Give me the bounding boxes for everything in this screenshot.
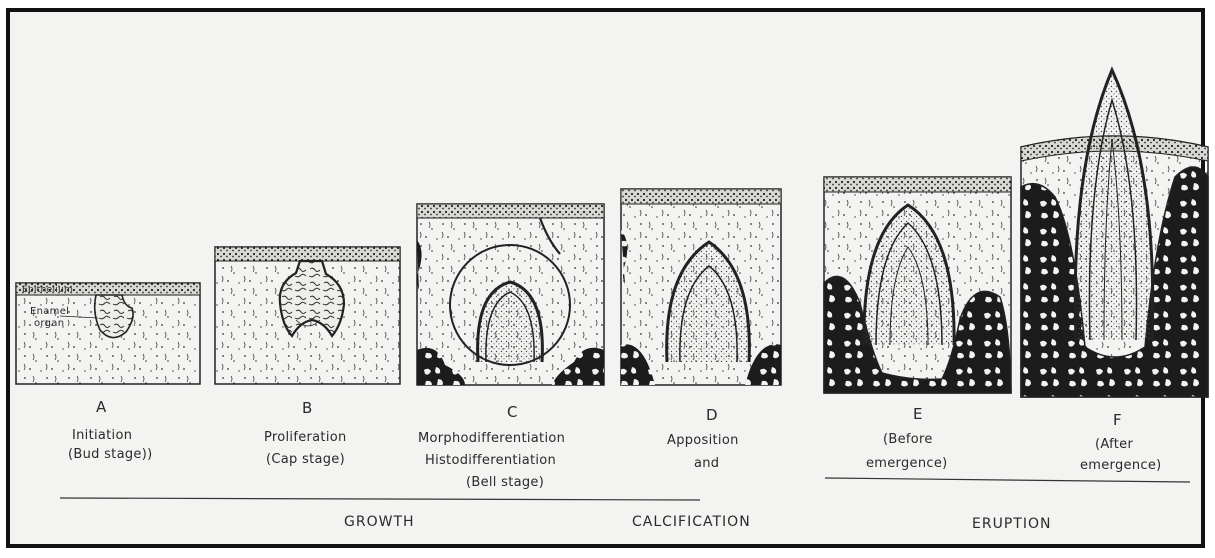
stage-e-line2: emergence) xyxy=(866,455,947,472)
stage-b-letter: B xyxy=(302,400,313,417)
organ-label: organ xyxy=(34,318,64,329)
panel-d-apposition xyxy=(621,189,781,385)
epithelium-label: Epithelium xyxy=(22,285,73,295)
stage-c-line1: Morphodifferentiation xyxy=(418,430,565,447)
panel-b-cap-stage xyxy=(215,247,400,384)
panel-f-after-emergence xyxy=(1021,70,1208,397)
stage-f-line1: (After xyxy=(1095,436,1133,453)
stage-d-letter: D xyxy=(706,407,718,424)
stage-d-line1: Apposition xyxy=(667,432,739,449)
stage-c-line3: (Bell stage) xyxy=(466,474,544,491)
stage-b-line1: Proliferation xyxy=(264,429,347,446)
enamel-label: Enamel xyxy=(30,306,69,317)
phase-growth-label: GROWTH xyxy=(344,514,415,531)
stage-f-line2: emergence) xyxy=(1080,457,1161,474)
stage-a-line2: (Bud stage)) xyxy=(68,446,152,463)
stage-a-line1: Initiation xyxy=(72,427,132,444)
stage-e-letter: E xyxy=(913,406,923,423)
stage-e-line1: (Before xyxy=(883,431,933,448)
stage-a-letter: A xyxy=(96,399,107,416)
stage-f-letter: F xyxy=(1113,412,1122,429)
stage-d-line2: and xyxy=(694,455,719,472)
phase-eruption-label: ERUPTION xyxy=(972,516,1051,533)
stage-c-letter: C xyxy=(507,404,518,421)
stage-b-line2: (Cap stage) xyxy=(266,451,345,468)
stage-c-line2: Histodifferentiation xyxy=(425,452,556,469)
phase-calcification-label: CALCIFICATION xyxy=(632,514,751,531)
panel-a-bud-stage xyxy=(16,283,200,384)
eruption-bracket-line xyxy=(825,478,1190,482)
panel-c-bell-stage xyxy=(417,204,604,385)
growth-bracket-line xyxy=(60,498,700,500)
panel-e-before-emergence xyxy=(824,177,1011,393)
